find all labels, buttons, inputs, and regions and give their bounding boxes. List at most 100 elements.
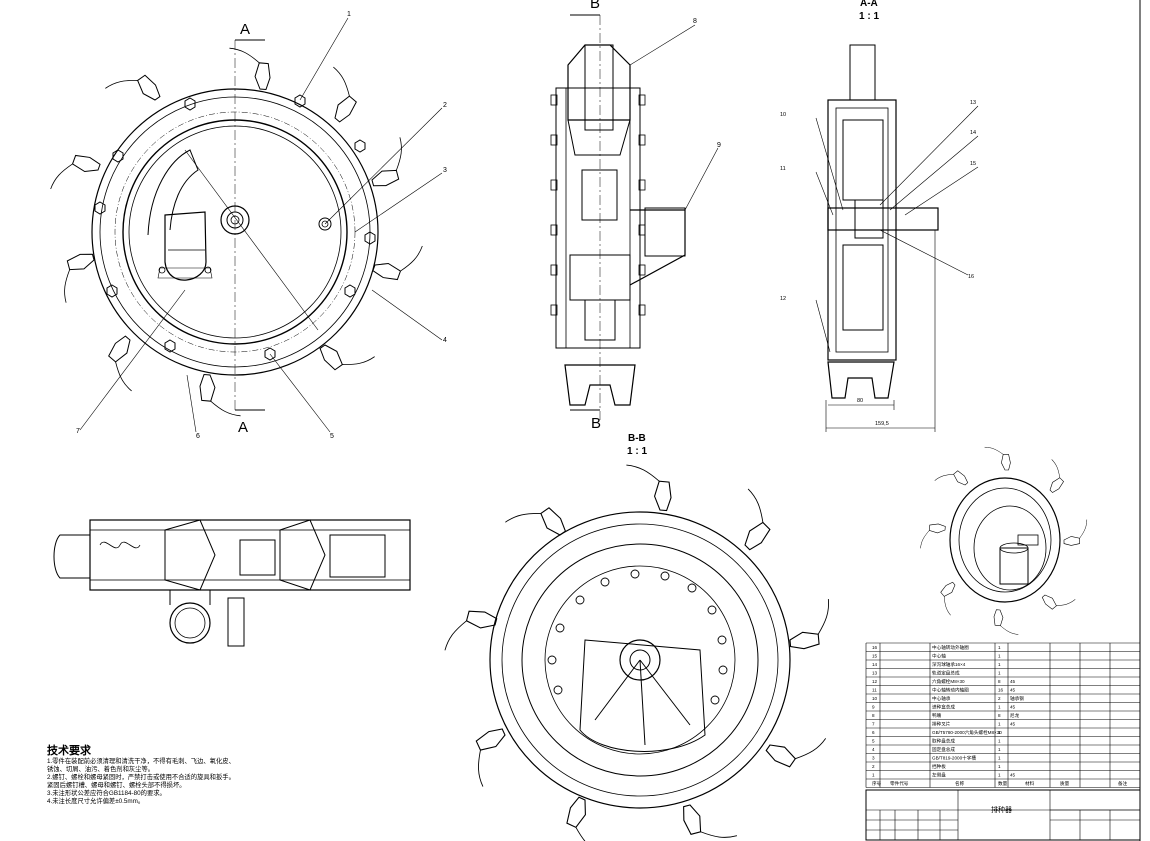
section-label-b-top: B	[590, 0, 600, 12]
bom-row-qty: 1	[998, 722, 1001, 727]
callout-3: 3	[443, 167, 447, 174]
bom-row-no: 10	[872, 696, 878, 701]
bom-row-name: 轨道定盘总成	[932, 670, 960, 677]
bom-row-qty: 1	[998, 764, 1001, 769]
bom-row-qty: 1	[998, 662, 1001, 667]
bom-row-name: 排种叉片	[932, 721, 951, 728]
view-aa-scale: 1 : 1	[859, 11, 879, 22]
bom-header-note: 备注	[1118, 780, 1128, 787]
bom-row-no: 8	[872, 713, 875, 718]
bom-header-material: 材料	[1025, 780, 1035, 787]
callout-11: 11	[780, 166, 786, 172]
bom-row-name: 进种盒总成	[932, 704, 955, 711]
bom-row-name: 中心轴	[932, 653, 946, 660]
bom-row-name: 鸭嘴	[932, 712, 942, 719]
bom-header-code: 零件代号	[890, 780, 909, 787]
callout-7: 7	[76, 428, 80, 435]
bom-row-no: 15	[872, 654, 878, 659]
bom-row-name: 固定盘总成	[932, 746, 955, 753]
bom-row-qty: 1	[998, 773, 1001, 778]
bom-row-no: 1	[872, 773, 875, 778]
callout-10: 10	[780, 112, 786, 118]
bom-header-no: 序号	[872, 780, 882, 787]
bom-row-qty: 1	[998, 654, 1001, 659]
bom-row-qty: 8	[998, 713, 1001, 718]
bom-row-no: 5	[872, 739, 875, 744]
bom-row-no: 3	[872, 756, 875, 761]
bom-row-qty: 1	[998, 747, 1001, 752]
callout-13: 13	[970, 100, 976, 106]
bom-row-name: GB/T5780-2000六角头螺栓M8×30	[932, 729, 1002, 736]
callout-9: 9	[717, 142, 721, 149]
bom-row-no: 2	[872, 764, 875, 769]
dimension-80: 80	[857, 398, 863, 404]
bom-row-material: 45	[1010, 679, 1016, 684]
bom-row-no: 9	[872, 705, 875, 710]
tech-requirements-line-5: 3.未注形状公差应符合GB1184-80的要求。	[47, 790, 166, 797]
tech-requirements-title: 技术要求	[47, 745, 91, 757]
side-view-bb	[550, 14, 719, 420]
tech-requirements-line-1: 1.零件在装配前必须清理和清洗干净，不得有毛刺、飞边、氧化皮、	[47, 758, 235, 765]
view-aa-title: A-A	[860, 0, 878, 9]
bom-row-name: 挡种板	[932, 763, 946, 770]
top-view	[53, 519, 411, 647]
bom-row-name: 左侧盘	[932, 772, 946, 779]
bom-row-no: 13	[872, 671, 878, 676]
callout-5: 5	[330, 433, 334, 440]
bom-row-qty: 1	[998, 756, 1001, 761]
wheel-isometric-view	[444, 464, 834, 841]
tech-requirements-line-4: 紧固后螺钉槽、螺母和螺钉、螺栓头部不得损坏。	[47, 782, 186, 789]
bom-row-qty: 2	[998, 696, 1001, 701]
bom-row-qty: 1	[998, 645, 1001, 650]
bom-row-qty: 1	[998, 730, 1001, 735]
bom-row-no: 11	[872, 688, 877, 693]
bom-row-material: 45	[1010, 773, 1016, 778]
bom-row-material: 45	[1010, 705, 1016, 710]
title-block-name: 排种器	[991, 805, 1012, 814]
bom-row-material: 轴承钢	[1010, 695, 1024, 702]
bom-row-qty: 1	[998, 671, 1001, 676]
bom-row-name: 取种盘总成	[932, 738, 955, 745]
bom-row-name: 深沟球轴承16×4	[932, 661, 966, 668]
section-view-aa	[815, 44, 979, 432]
bom-row-name: 六角螺栓M8×30	[932, 678, 965, 685]
section-label-a-top: A	[240, 21, 250, 38]
callout-4: 4	[443, 337, 447, 344]
callout-14: 14	[970, 130, 976, 136]
bom-row-qty: 1	[998, 705, 1001, 710]
tech-requirements-line-2: 锈蚀、切屑、油污、着色剂和灰尘等。	[47, 766, 155, 773]
callout-15: 15	[970, 161, 976, 167]
bom-row-no: 14	[872, 662, 878, 667]
bom-row-no: 16	[872, 645, 878, 650]
callout-2: 2	[443, 102, 447, 109]
bom-header-mass: 质量	[1060, 780, 1070, 787]
bom-row-qty: 16	[998, 688, 1004, 693]
section-label-a-bottom: A	[238, 419, 248, 436]
callout-12: 12	[780, 296, 786, 302]
bom-row-no: 6	[872, 730, 875, 735]
view-bb-title: B-B	[628, 433, 646, 444]
view-bb-scale: 1 : 1	[627, 446, 647, 457]
section-view-aa-labels: A-A 1 : 1 80 159,5 10 11 12 13 14 15 16	[780, 0, 976, 427]
section-label-b-bottom: B	[591, 415, 601, 432]
callouts-front-view: 1 2 3 4 5 6 7	[76, 11, 447, 440]
bom-row-name: 中心轴承	[932, 695, 951, 702]
bom-row-no: 7	[872, 722, 875, 727]
callout-6: 6	[196, 433, 200, 440]
bom-row-no: 12	[872, 679, 878, 684]
callout-8: 8	[693, 18, 697, 25]
bom-row-name: 中心轴转动内轴圈	[932, 687, 969, 694]
bom-row-material: 45	[1010, 722, 1016, 727]
title-block	[865, 789, 1141, 841]
callout-1: 1	[347, 11, 351, 18]
bom-header-name: 名称	[955, 780, 965, 787]
front-view	[50, 17, 443, 433]
bom-row-qty: 1	[998, 739, 1001, 744]
small-wheel-isometric-view	[920, 446, 1088, 635]
bom-row-material: 尼龙	[1010, 712, 1020, 719]
bom-row-material: 45	[1010, 688, 1016, 693]
bom-header-qty: 数量	[998, 780, 1008, 787]
bom-row-name: GB/T819-2000十字槽	[932, 755, 976, 762]
